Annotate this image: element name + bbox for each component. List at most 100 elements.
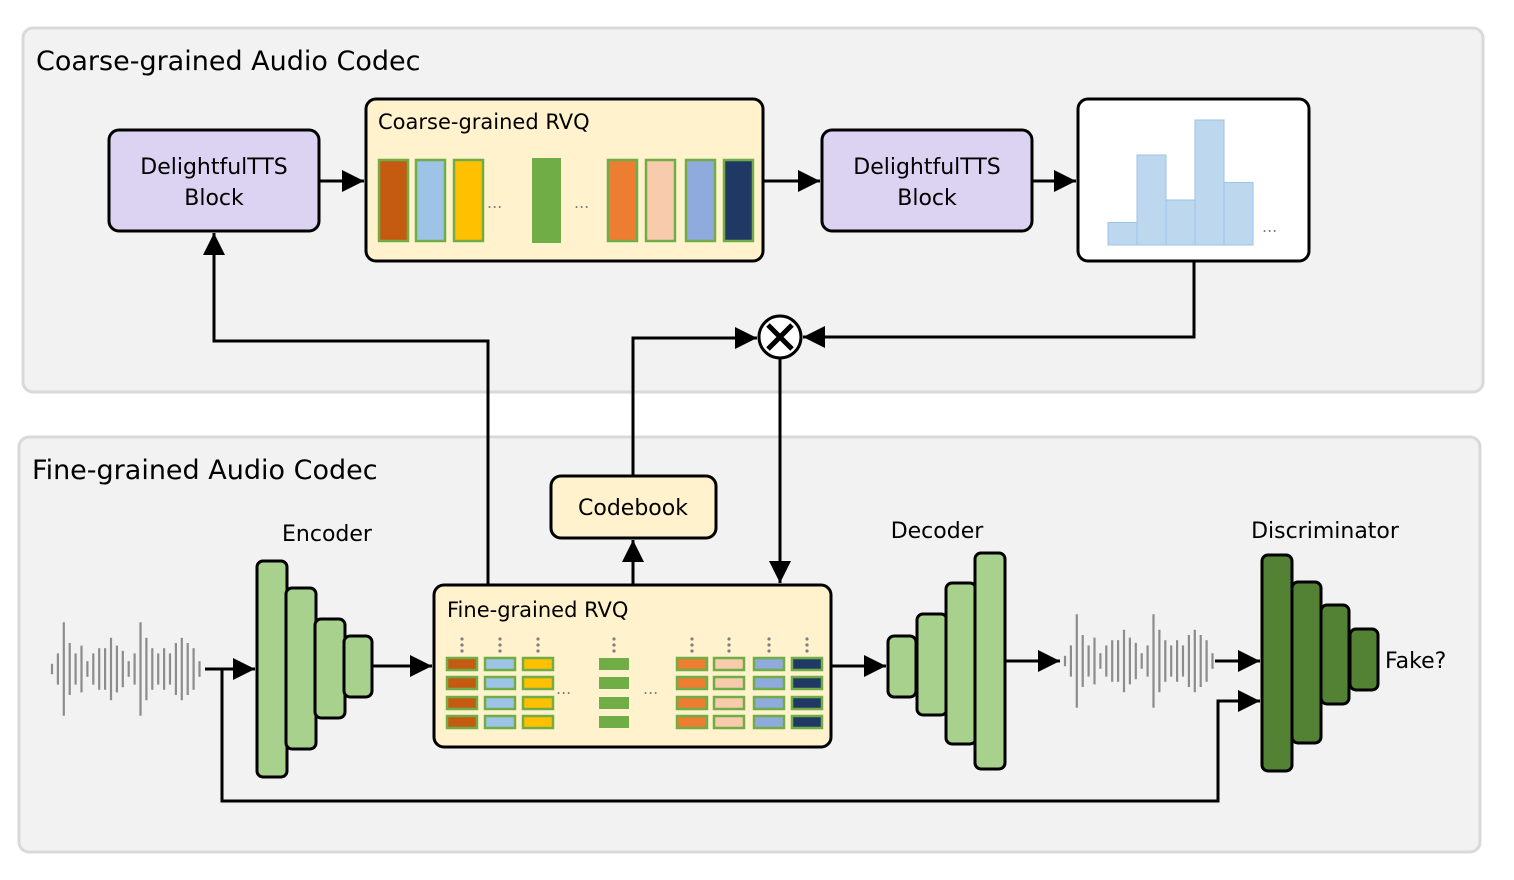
coarse-rvq-ellipsis-1: ... (487, 193, 502, 212)
histogram-bar (1165, 199, 1196, 246)
fine-code-cell (521, 656, 555, 672)
fine-code-dots (727, 637, 731, 641)
fine-code-cell (599, 677, 629, 689)
fine-code-cell (752, 695, 786, 711)
fine-code-dots (612, 643, 616, 647)
fine-code-cell (445, 714, 479, 730)
arrow-histogram-to-multiply (803, 261, 1196, 348)
coarse-codec-title: Coarse-grained Audio Codec (36, 46, 420, 77)
fine-code-cell (675, 656, 709, 672)
histogram-block: ... (1076, 97, 1311, 263)
arrow-real-audio-to-discriminator (220, 669, 1260, 803)
coarse-code-column (722, 158, 755, 243)
fine-code-dots (767, 643, 771, 647)
coarse-code-column (452, 158, 485, 243)
fine-code-dots (612, 649, 616, 653)
fine-code-cell (445, 656, 479, 672)
fine-code-dots (498, 643, 502, 647)
fine-code-dots (690, 637, 694, 641)
coarse-code-column (414, 158, 447, 243)
fine-rvq-ellipsis-2: ... (643, 679, 658, 698)
fine-code-cell (521, 714, 555, 730)
fine-code-dots (805, 649, 809, 653)
fine-code-cell (752, 675, 786, 691)
fine-code-dots (805, 643, 809, 647)
delightfultts-block-left: DelightfulTTS Block (107, 128, 321, 233)
coarse-code-column (684, 158, 717, 243)
fine-code-cell (675, 675, 709, 691)
coarse-rvq-block: Coarse-grained RVQ ... ... (364, 97, 765, 263)
fine-code-dots (727, 643, 731, 647)
fine-code-dots (498, 649, 502, 653)
delightfultts-left-line1: DelightfulTTS (140, 155, 288, 180)
fine-code-cell (445, 675, 479, 691)
histogram-bar (1136, 154, 1167, 246)
fine-code-dots (460, 643, 464, 647)
fine-code-cell (483, 675, 517, 691)
multiply-node (757, 314, 803, 360)
arrow-fine-rvq-to-delightful (203, 233, 490, 585)
codebook-block: Codebook (549, 474, 718, 540)
fine-rvq-ellipsis-1: ... (556, 679, 571, 698)
decoder-stack (886, 551, 1007, 771)
fine-code-cell (712, 656, 746, 672)
coarse-code-column (377, 158, 410, 243)
delightfultts-left-line2: Block (184, 186, 244, 211)
arrow-codebook-to-multiply (631, 327, 757, 476)
fine-code-dots (536, 637, 540, 641)
encoder-stack (255, 559, 374, 779)
discriminator-label: Discriminator (1251, 519, 1400, 544)
fine-code-cell (599, 716, 629, 728)
fine-code-dots (805, 637, 809, 641)
discriminator-stack (1260, 553, 1380, 773)
fine-code-dots (690, 649, 694, 653)
fine-code-cell (712, 695, 746, 711)
fine-code-cell (521, 695, 555, 711)
fine-code-cell (752, 656, 786, 672)
fine-code-dots (767, 637, 771, 641)
coarse-code-column (644, 158, 677, 243)
fine-code-dots (727, 649, 731, 653)
fine-rvq-block: Fine-grained RVQ ... ... (432, 583, 833, 749)
codebook-label: Codebook (578, 496, 688, 521)
encoder-label: Encoder (282, 522, 373, 547)
fine-code-dots (498, 637, 502, 641)
fine-code-dots (460, 649, 464, 653)
fine-code-dots (690, 643, 694, 647)
output-waveform (1063, 614, 1214, 708)
fine-code-cell (752, 714, 786, 730)
coarse-rvq-ellipsis-2: ... (574, 193, 589, 212)
fine-code-dots (536, 643, 540, 647)
fine-code-cell (483, 714, 517, 730)
decoder-label: Decoder (891, 519, 985, 544)
delightfultts-right-line2: Block (897, 186, 957, 211)
coarse-code-column (606, 158, 639, 243)
input-waveform (50, 622, 201, 716)
fine-code-cell (675, 714, 709, 730)
fine-code-cell (712, 714, 746, 730)
fine-code-cell (790, 695, 824, 711)
fine-code-dots (767, 649, 771, 653)
fine-codec-title: Fine-grained Audio Codec (32, 455, 378, 486)
fine-code-cell (599, 658, 629, 670)
histogram-bar (1194, 119, 1225, 246)
fine-code-dots (612, 637, 616, 641)
fine-code-cell (483, 695, 517, 711)
delightfultts-block-right: DelightfulTTS Block (820, 128, 1034, 233)
fine-code-cell (790, 714, 824, 730)
fine-code-cell (599, 697, 629, 709)
fine-code-dots (460, 637, 464, 641)
coarse-rvq-codes (377, 158, 755, 243)
delightfultts-right-line1: DelightfulTTS (853, 155, 1001, 180)
histogram-bar (1107, 222, 1138, 246)
fine-code-cell (712, 675, 746, 691)
discriminator-output-label: Fake? (1385, 649, 1446, 674)
histogram-bar (1223, 182, 1254, 246)
coarse-code-column (532, 158, 561, 243)
fine-code-cell (483, 656, 517, 672)
fine-code-cell (521, 675, 555, 691)
histogram-bars (1107, 119, 1254, 246)
fine-code-cell (675, 695, 709, 711)
coarse-rvq-title: Coarse-grained RVQ (378, 110, 590, 134)
